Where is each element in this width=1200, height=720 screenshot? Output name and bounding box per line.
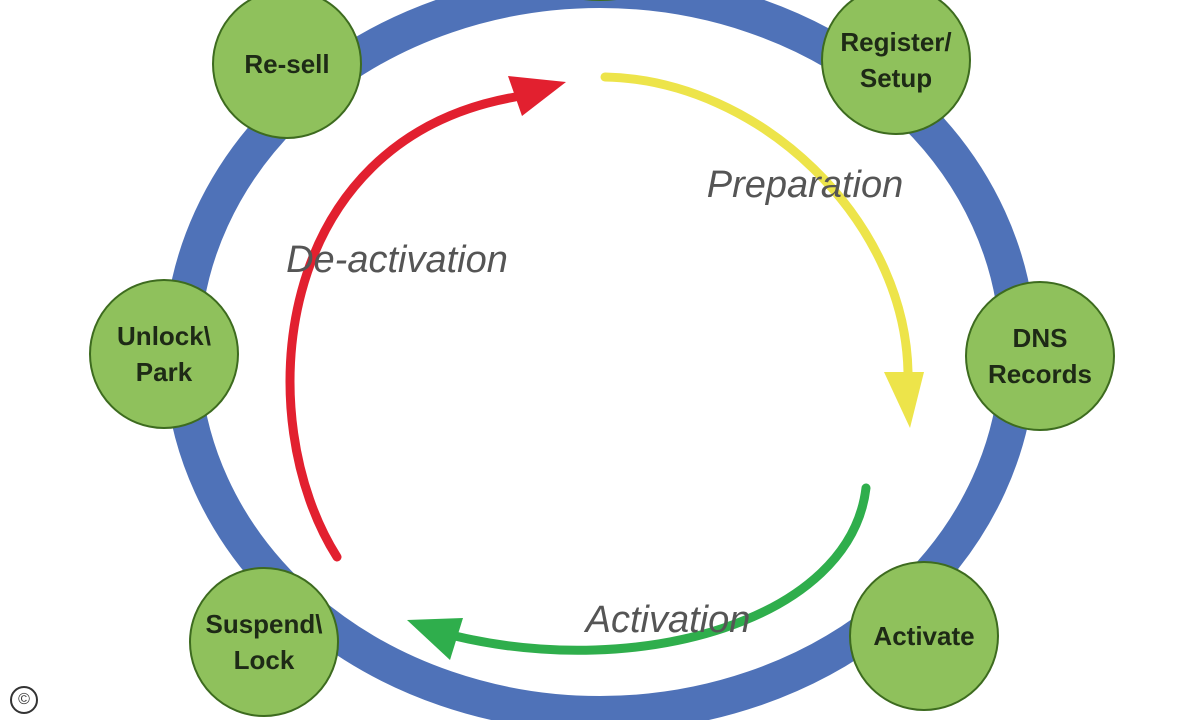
preparation-arrow [600, 72, 913, 377]
node-label: Lock [234, 645, 295, 675]
node-circle [189, 567, 339, 717]
node-re-sell: Re-sell [212, 0, 362, 139]
de-activation-arrowhead [508, 76, 566, 116]
node-label: DNS [1013, 323, 1068, 353]
node-label: Activate [873, 621, 974, 651]
preparation-arrowhead [884, 372, 924, 428]
activation-label: Activation [584, 599, 751, 641]
node-label: Suspend\ [205, 609, 322, 639]
node-suspend-lock: Suspend\ Lock [189, 567, 339, 717]
activation-arrowhead [407, 618, 463, 660]
node-label: Park [136, 357, 193, 387]
node-register-setup: Register/Setup [821, 0, 971, 135]
node-circle [212, 0, 362, 139]
node-circle [89, 279, 239, 429]
de-activation-label: De-activation [286, 239, 508, 281]
node-label: Register/ [840, 27, 951, 57]
preparation-label: Preparation [707, 164, 903, 206]
node-dns-records: DNS Records [965, 281, 1115, 431]
activation-arrow [450, 483, 871, 655]
node-circle [821, 0, 971, 135]
node-label: Re-sell [244, 49, 329, 79]
node-circle [849, 561, 999, 711]
node-label: Setup [860, 63, 932, 93]
node-activate: Activate [849, 561, 999, 711]
node-unlock-park: Unlock\ Park [89, 279, 239, 429]
de-activation-arrow [285, 92, 520, 562]
node-label: Records [988, 359, 1092, 389]
copyright-badge: © [10, 686, 38, 714]
node-label: Unlock\ [117, 321, 211, 351]
node-circle [965, 281, 1115, 431]
